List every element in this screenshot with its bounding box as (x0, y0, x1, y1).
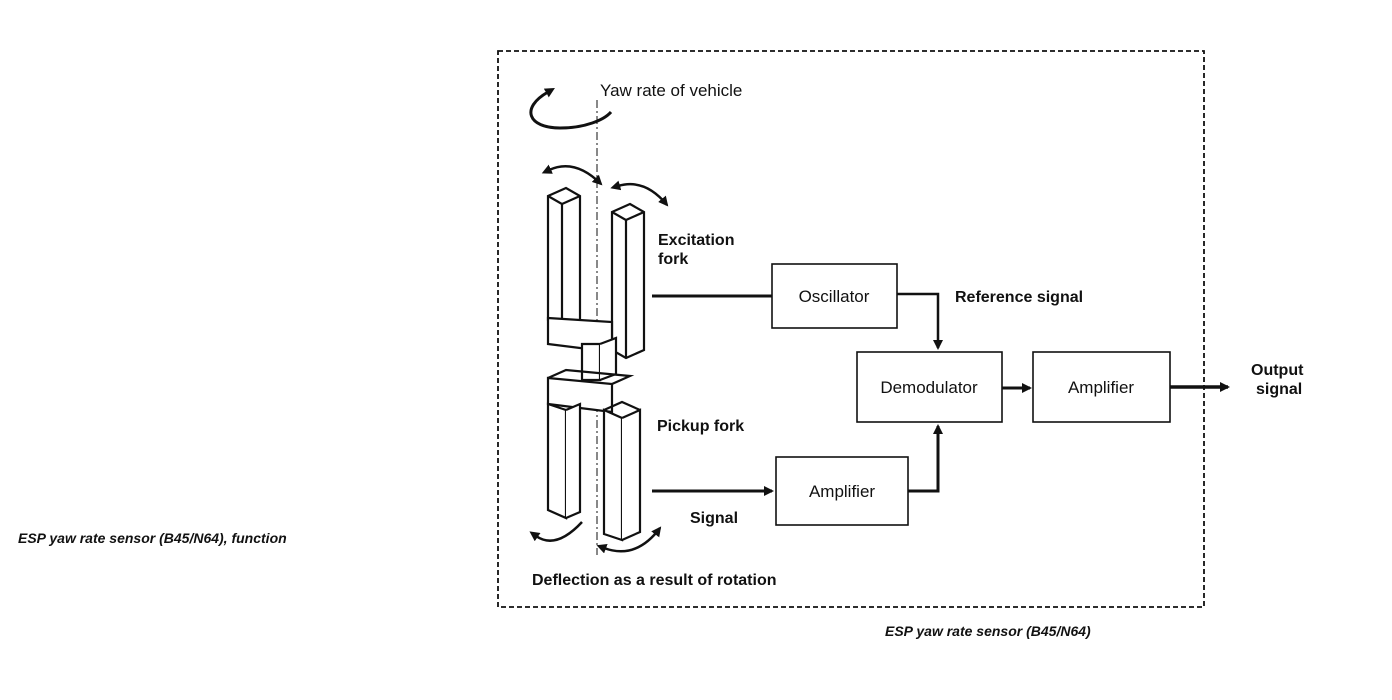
excitation-oscillation-arrow-right (610, 180, 669, 207)
output-signal-label-1: Output (1251, 362, 1304, 379)
excitation-oscillation-arrow-left (541, 164, 603, 186)
caption-bottom: ESP yaw rate sensor (B45/N64) (885, 623, 1091, 639)
amplifier-top-block: Amplifier (1032, 351, 1171, 423)
yaw-rate-arrow (529, 88, 613, 130)
amplifier-top-label: Amplifier (1068, 378, 1134, 397)
reference-signal-line (897, 292, 943, 350)
line-amplifier-to-demodulator (908, 424, 943, 493)
excitation-fork-label-2: fork (658, 251, 688, 268)
demodulator-block: Demodulator (856, 351, 1003, 423)
amplifier-bottom-label: Amplifier (809, 482, 875, 501)
pickup-fork-label: Pickup fork (657, 418, 744, 435)
yaw-rate-label: Yaw rate of vehicle (600, 81, 742, 100)
oscillator-label: Oscillator (799, 287, 870, 306)
sensor-boundary (497, 50, 1205, 608)
signal-label: Signal (690, 510, 738, 527)
excitation-fork-label-1: Excitation (658, 232, 734, 249)
tuning-fork (546, 186, 646, 542)
demodulator-label: Demodulator (880, 378, 978, 397)
caption-left: ESP yaw rate sensor (B45/N64), function (18, 530, 287, 546)
amplifier-bottom-block: Amplifier (775, 456, 909, 526)
output-signal-label-2: signal (1256, 381, 1302, 398)
deflection-arrow-right (596, 526, 662, 554)
oscillator-block: Oscillator (771, 263, 898, 329)
deflection-arrow-left (529, 521, 583, 542)
reference-signal-label: Reference signal (955, 289, 1083, 306)
deflection-label: Deflection as a result of rotation (532, 572, 776, 589)
